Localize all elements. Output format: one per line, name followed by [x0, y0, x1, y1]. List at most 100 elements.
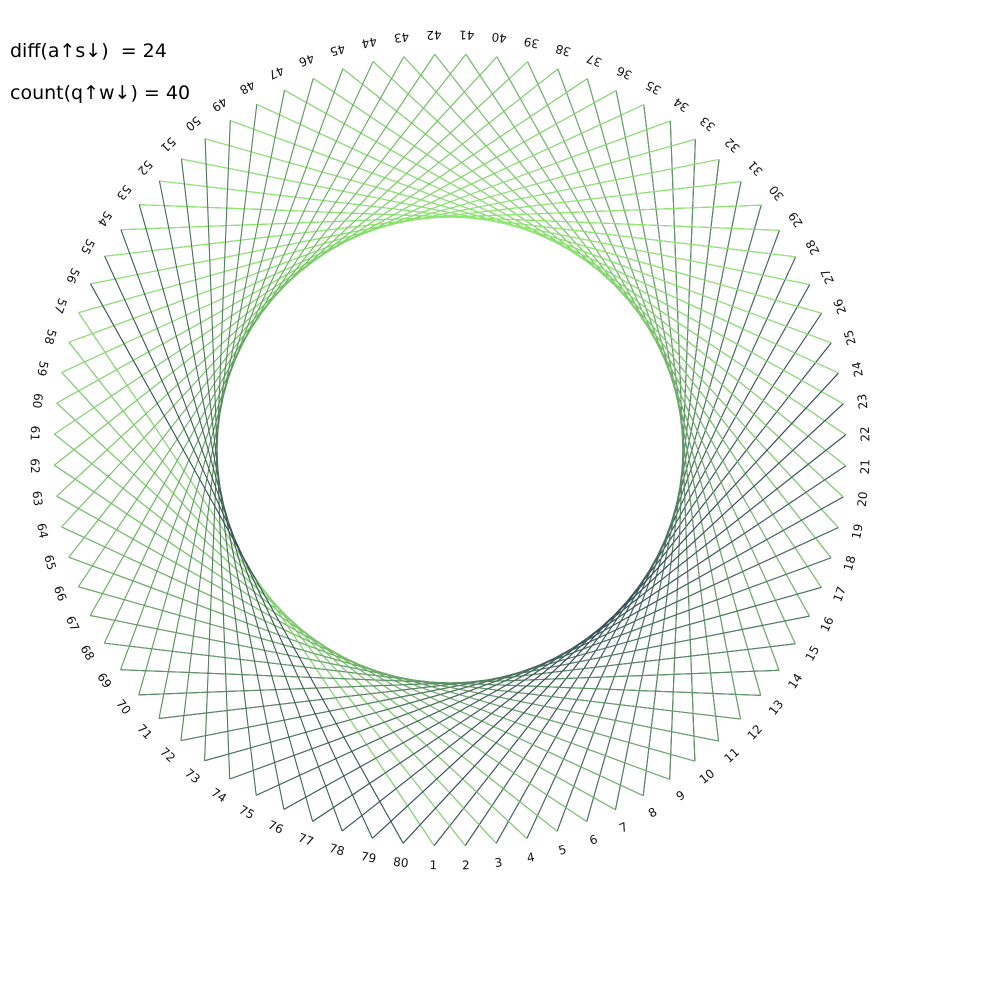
point-label: 31	[745, 158, 766, 179]
chord-line	[557, 68, 780, 671]
diff-readout: diff(a↑s↓) = 24	[10, 40, 167, 62]
point-label: 79	[360, 849, 378, 866]
point-label: 76	[266, 818, 286, 837]
point-label: 25	[841, 328, 859, 346]
chord-line	[283, 496, 844, 810]
point-label: 67	[63, 614, 82, 634]
chord-line	[642, 159, 720, 796]
point-label: 18	[841, 554, 859, 573]
point-label: 8	[646, 805, 659, 821]
chord-line	[527, 61, 796, 645]
chord-line	[104, 255, 373, 839]
point-label: 60	[30, 392, 46, 409]
chord-line	[61, 104, 645, 373]
point-label: 12	[745, 722, 766, 743]
point-label: 27	[818, 267, 837, 287]
chord-line	[614, 181, 742, 810]
point-label: 37	[585, 51, 604, 69]
point-label: 66	[51, 584, 69, 603]
chord-line	[181, 158, 810, 286]
point-label: 68	[77, 643, 97, 663]
point-label: 17	[830, 585, 848, 604]
chord-line	[61, 56, 498, 528]
point-label: 72	[157, 745, 178, 766]
chord-line	[61, 526, 644, 797]
chord-line	[402, 372, 839, 844]
point-label: 36	[614, 63, 634, 82]
chord-line	[90, 158, 720, 285]
chord-line	[586, 204, 762, 822]
chord-line	[669, 139, 696, 780]
chord-line	[229, 557, 832, 780]
point-label: 54	[95, 209, 115, 229]
point-label: 28	[803, 237, 823, 257]
chord-line	[90, 614, 719, 742]
point-label: 56	[63, 266, 82, 286]
chord-line	[61, 372, 497, 844]
point-label: 43	[393, 29, 410, 45]
point-label: 16	[818, 614, 837, 634]
chord-line	[54, 433, 558, 832]
chord-line	[158, 180, 285, 810]
chord-line	[643, 104, 720, 742]
point-label: 5	[557, 842, 568, 858]
point-label: 6	[587, 832, 599, 848]
chord-line	[464, 312, 823, 846]
chord-line	[465, 54, 822, 588]
chord-line	[77, 54, 436, 588]
chord-line	[68, 120, 671, 343]
chord-lines	[53, 53, 847, 847]
chord-line	[433, 342, 832, 846]
point-label: 58	[41, 328, 59, 347]
chord-line	[53, 68, 559, 466]
point-label: 52	[135, 157, 156, 178]
chord-line	[204, 120, 231, 761]
point-label: 14	[785, 671, 805, 691]
chord-line	[56, 90, 617, 404]
point-label: 15	[803, 643, 823, 663]
point-label: 69	[94, 670, 114, 690]
chord-line	[158, 90, 286, 719]
point-label: 44	[360, 34, 378, 51]
chord-line	[78, 586, 696, 762]
point-label: 45	[328, 41, 346, 59]
point-label: 1	[429, 858, 437, 872]
point-label: 70	[113, 697, 133, 718]
point-label: 24	[849, 360, 866, 378]
chord-line	[284, 89, 844, 405]
chord-line	[255, 527, 839, 796]
chord-line	[230, 120, 832, 344]
point-label: 20	[855, 491, 871, 508]
chord-line	[586, 78, 762, 696]
chord-line	[104, 180, 742, 257]
point-label: 51	[158, 134, 179, 155]
chord-line	[403, 56, 839, 528]
point-label: 4	[526, 850, 536, 865]
chord-line	[56, 495, 616, 811]
point-label: 47	[267, 63, 287, 82]
point-label: 61	[28, 425, 43, 441]
point-label: 73	[182, 766, 203, 786]
point-label: 19	[849, 523, 866, 541]
point-label: 35	[643, 78, 663, 98]
chord-line	[89, 56, 405, 616]
chord-line	[496, 56, 810, 617]
chord-line	[204, 138, 822, 314]
point-label: 46	[297, 51, 316, 69]
point-label: 34	[671, 95, 691, 115]
chord-line	[180, 158, 257, 796]
point-label: 59	[34, 360, 51, 378]
chord-line	[372, 403, 844, 839]
point-label: 38	[554, 41, 573, 59]
chord-line	[68, 556, 670, 780]
point-label: 49	[209, 94, 229, 114]
chord-line	[120, 68, 344, 670]
chord-line	[68, 54, 467, 558]
point-label: 10	[697, 766, 718, 786]
point-label: 63	[29, 490, 45, 507]
chord-line	[54, 464, 588, 823]
point-label: 11	[721, 745, 742, 766]
chord-line	[120, 669, 761, 696]
chord-line	[342, 68, 846, 467]
point-label: 77	[296, 830, 315, 848]
